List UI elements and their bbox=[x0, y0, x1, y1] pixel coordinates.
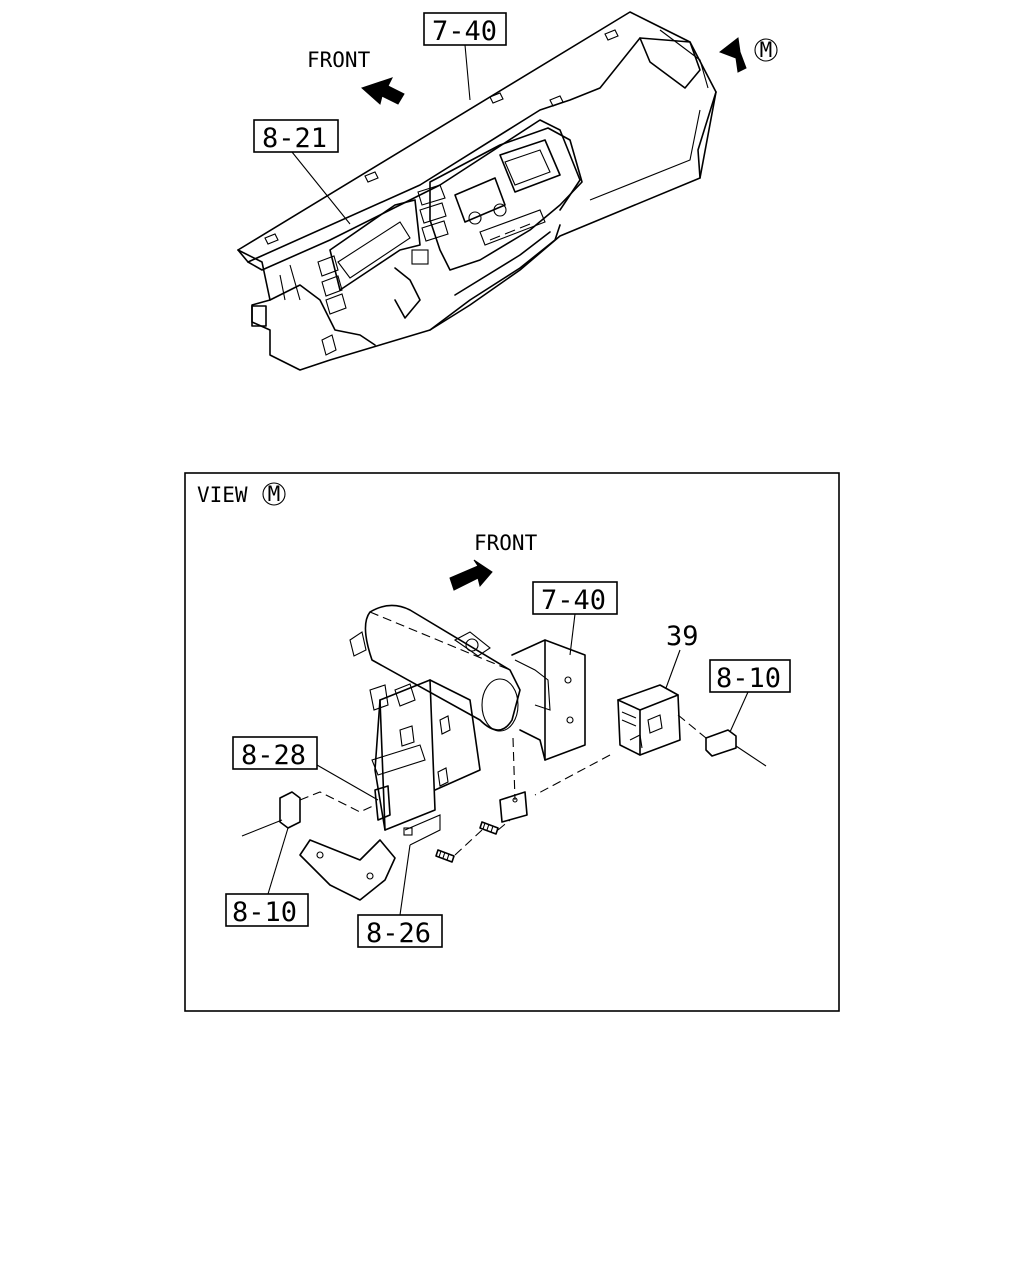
callout-8-26: 8-26 bbox=[366, 918, 431, 949]
callout-box-8-28 bbox=[232, 736, 318, 770]
callout-8-10-right: 8-10 bbox=[716, 663, 781, 694]
dashboard-illustration bbox=[237, 11, 717, 371]
leader-8-10-left bbox=[267, 827, 289, 895]
callout-8-28: 8-28 bbox=[241, 740, 306, 771]
callout-box-8-10-right bbox=[709, 659, 791, 693]
callout-8-10-left: 8-10 bbox=[232, 897, 297, 928]
callout-7-40-detail: 7-40 bbox=[541, 585, 606, 616]
leader-8-21 bbox=[291, 151, 351, 225]
bracket-assembly-illustration bbox=[241, 604, 767, 901]
view-marker-circle-top bbox=[754, 38, 778, 62]
view-title-marker: M bbox=[268, 482, 281, 506]
leader-8-10-right bbox=[729, 691, 749, 733]
callout-39: 39 bbox=[666, 621, 699, 652]
callout-7-40-top: 7-40 bbox=[432, 16, 497, 47]
callout-box-8-26 bbox=[357, 914, 443, 948]
leader-8-26 bbox=[399, 844, 411, 916]
leader-8-28 bbox=[316, 764, 379, 801]
front-arrow-top-icon bbox=[361, 77, 405, 105]
front-label-detail: FRONT bbox=[474, 531, 538, 555]
callout-box-8-10-left bbox=[225, 893, 309, 927]
leader-39 bbox=[665, 649, 681, 689]
view-title: VIEW bbox=[197, 483, 248, 507]
callout-box-8-21 bbox=[253, 119, 339, 153]
callout-8-21: 8-21 bbox=[262, 123, 327, 154]
view-title-marker-circle bbox=[262, 482, 286, 506]
leader-7-40-top bbox=[464, 44, 471, 101]
leader-7-40-detail bbox=[569, 613, 576, 656]
view-marker-top: M bbox=[760, 38, 773, 62]
front-arrow-detail-icon bbox=[449, 559, 493, 591]
front-label-top: FRONT bbox=[307, 48, 371, 72]
view-m-frame bbox=[184, 472, 840, 1012]
view-direction-arrow-icon bbox=[718, 37, 747, 73]
